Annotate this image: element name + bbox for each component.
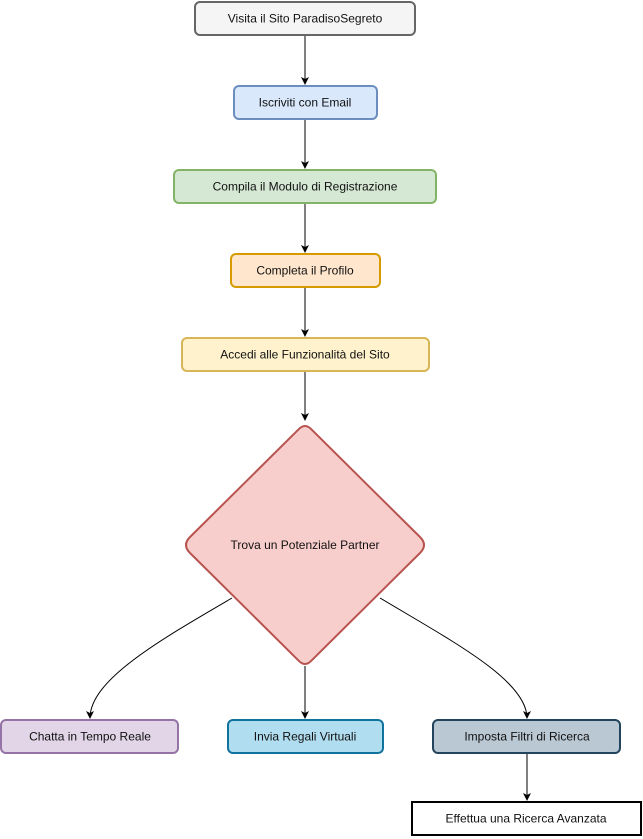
node-find-partner: Trova un Potenziale Partner	[185, 425, 425, 665]
node-search-filters-shape	[432, 719, 621, 754]
node-visit-site-shape	[194, 1, 416, 36]
node-virtual-gifts: Invia Regali Virtuali	[227, 719, 384, 754]
node-find-partner-label: Trova un Potenziale Partner	[231, 538, 380, 552]
node-registration-form: Compila il Modulo di Registrazione	[173, 169, 437, 204]
node-complete-profile-label: Completa il Profilo	[256, 264, 354, 278]
node-complete-profile-shape	[230, 253, 381, 288]
node-advanced-search: Effettua una Ricerca Avanzata	[411, 801, 642, 836]
node-virtual-gifts-label: Invia Regali Virtuali	[254, 730, 357, 744]
node-access-features-label: Accedi alle Funzionalità del Sito	[220, 348, 390, 362]
node-complete-profile: Completa il Profilo	[230, 253, 381, 288]
node-virtual-gifts-shape	[227, 719, 384, 754]
node-realtime-chat-label: Chatta in Tempo Reale	[29, 730, 151, 744]
node-access-features-shape	[181, 337, 430, 372]
node-search-filters: Imposta Filtri di Ricerca	[432, 719, 621, 754]
node-signup-email-shape	[233, 85, 378, 120]
node-access-features: Accedi alle Funzionalità del Sito	[181, 337, 430, 372]
node-visit-site-label: Visita il Sito ParadisoSegreto	[228, 12, 383, 26]
edge-partner-to-chat	[86, 597, 233, 719]
node-signup-email: Iscriviti con Email	[233, 85, 378, 120]
node-realtime-chat-shape	[0, 719, 179, 754]
node-advanced-search-shape	[411, 801, 642, 836]
node-registration-form-label: Compila il Modulo di Registrazione	[213, 180, 398, 194]
edges	[86, 35, 531, 801]
node-realtime-chat: Chatta in Tempo Reale	[0, 719, 179, 754]
node-registration-form-shape	[173, 169, 437, 204]
node-find-partner-shape	[185, 425, 425, 665]
node-search-filters-label: Imposta Filtri di Ricerca	[464, 730, 590, 744]
edge-partner-to-filters	[379, 597, 531, 719]
node-advanced-search-label: Effettua una Ricerca Avanzata	[446, 812, 607, 826]
node-visit-site: Visita il Sito ParadisoSegreto	[194, 1, 416, 36]
node-signup-email-label: Iscriviti con Email	[259, 96, 352, 110]
